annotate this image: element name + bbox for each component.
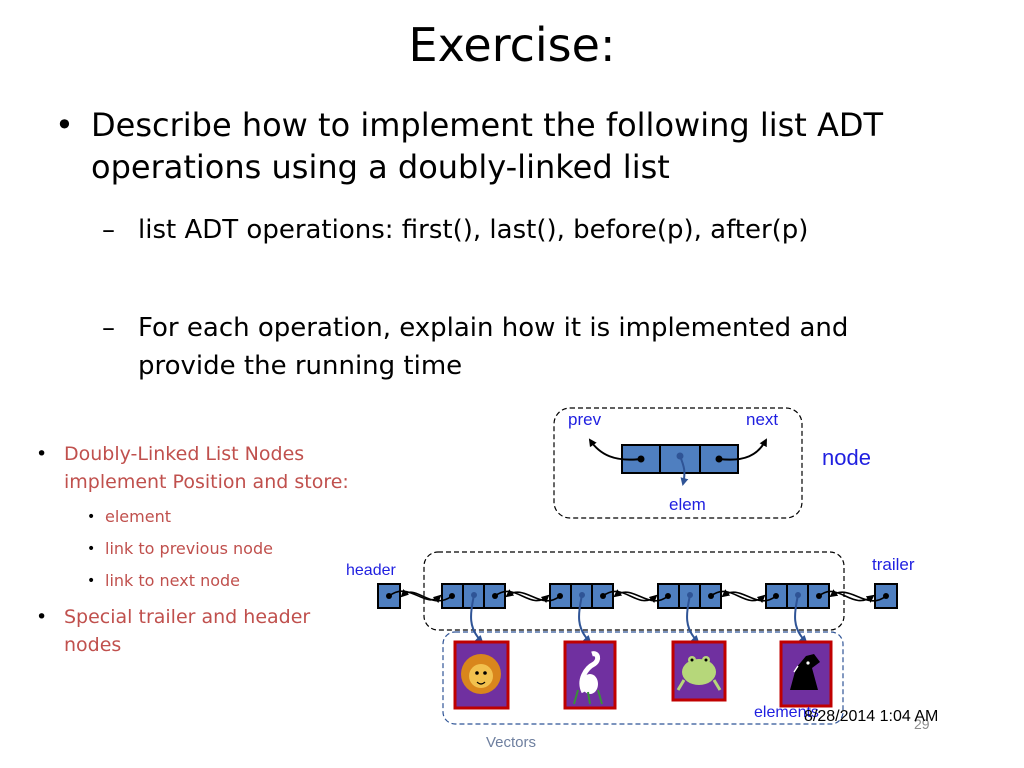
sub-bullet-1-text: list ADT operations: first(), last(), be…: [138, 215, 809, 245]
side-subnote-3-text: link to next node: [105, 571, 240, 590]
header-label: header: [346, 562, 396, 579]
elem-label: elem: [669, 495, 706, 514]
list-frame: [423, 551, 845, 631]
side-note-2-text: Special trailer and header nodes: [64, 606, 311, 656]
main-bullet: • Describe how to implement the followin…: [55, 104, 915, 194]
trailer-label: trailer: [872, 555, 915, 574]
side-subnote-2-text: link to previous node: [105, 539, 273, 558]
dash-marker: –: [102, 313, 115, 343]
bullet-dot: •: [87, 541, 96, 557]
list-links: [388, 588, 887, 604]
timestamp: 8/28/2014 1:04 AM: [804, 708, 939, 725]
side-note-1-text: Doubly-Linked List Nodes implement Posit…: [64, 443, 349, 493]
bullet-dot: •: [36, 606, 48, 628]
bullet-dot: •: [87, 509, 96, 525]
prev-label: prev: [568, 410, 602, 429]
elements-frame: [442, 631, 844, 725]
side-note-2: • Special trailer and header nodes: [36, 603, 346, 663]
elements-label: elements: [754, 704, 819, 721]
lion-icon: [453, 640, 510, 710]
horse-icon: [779, 640, 833, 708]
bullet-dot: •: [55, 106, 74, 144]
element-pointers: [470, 594, 808, 644]
bullet-dot: •: [87, 573, 96, 589]
bullet-dot: •: [36, 443, 48, 465]
side-subnote-3: • link to next node: [87, 570, 347, 592]
elem-pointer: [679, 455, 689, 486]
dash-marker: –: [102, 215, 115, 245]
main-bullet-text: Describe how to implement the following …: [91, 106, 884, 186]
sub-bullet-1: – list ADT operations: first(), last(), …: [102, 211, 862, 291]
next-pointer: [718, 438, 767, 461]
side-subnote-1-text: element: [105, 507, 171, 526]
side-subnote-2: • link to previous node: [87, 538, 347, 560]
node-label: node: [822, 445, 871, 470]
slide-number: 29: [914, 716, 930, 732]
side-subnote-1: • element: [87, 506, 347, 528]
slide-title: Exercise:: [408, 18, 616, 72]
sub-bullet-2: – For each operation, explain how it is …: [102, 309, 862, 389]
list-node-3: [657, 583, 722, 609]
side-note-1: • Doubly-Linked List Nodes implement Pos…: [36, 440, 366, 500]
footer-course: Vectors: [486, 734, 537, 751]
heron-icon: [563, 640, 617, 710]
next-label: next: [746, 410, 778, 429]
sample-node: [588, 438, 767, 486]
sub-bullet-2-text: For each operation, explain how it is im…: [138, 313, 849, 381]
frog-icon: [671, 640, 727, 702]
node-frame: [553, 407, 803, 519]
prev-pointer: [588, 438, 642, 461]
